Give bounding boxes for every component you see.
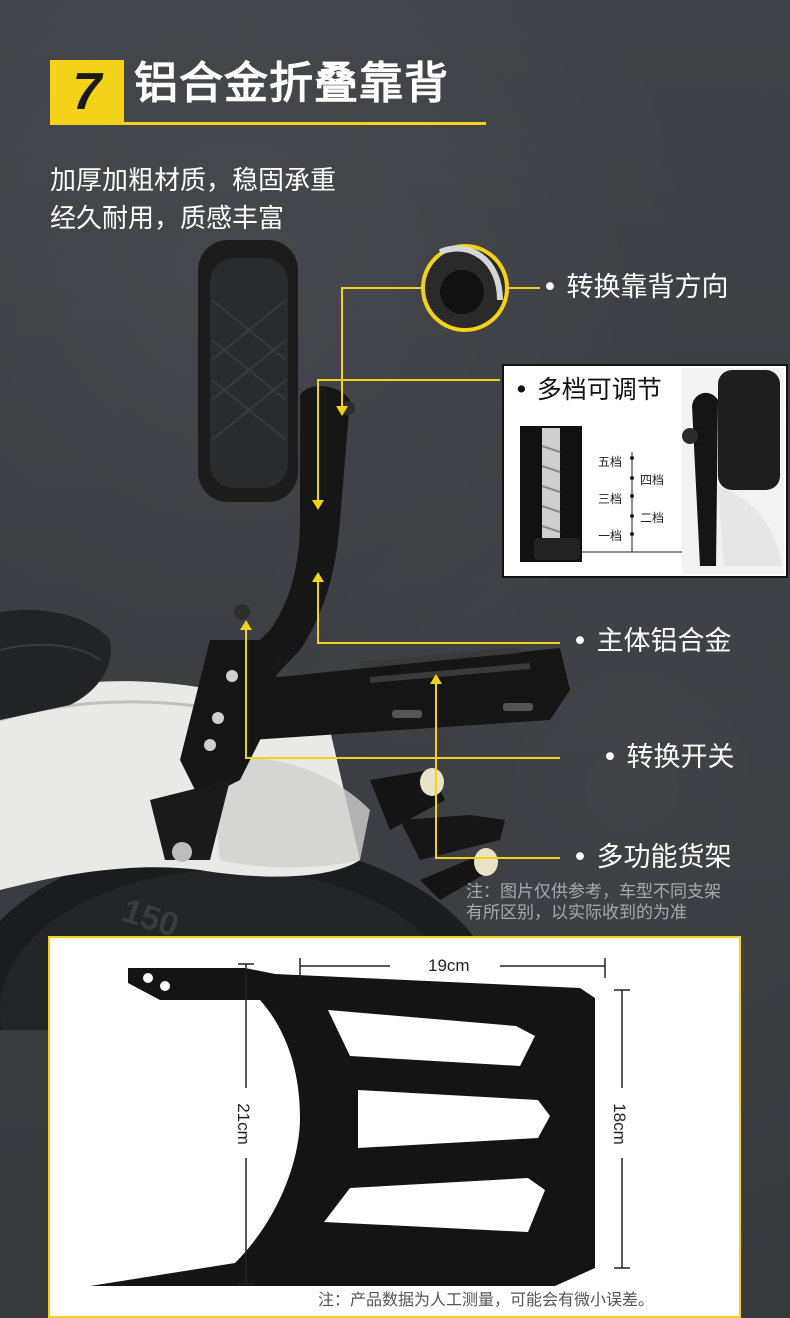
callout-multi-level: • 多档可调节 [514,375,662,404]
gear-label-2: 二档 [640,511,665,525]
feature-line-1: 加厚加粗材质，稳固承重 [50,166,337,196]
knob-zoom [421,244,509,332]
dimension-height-right: 18cm [609,1103,629,1145]
photo-disclaimer: 注：图片仅供参考，车型不同支架 有所区别，以实际收到的为准 [466,882,766,924]
turn-signal [370,768,505,900]
section-title-text: 铝合金折叠靠背 [134,58,449,109]
dimension-height-left: 21cm [233,1103,253,1145]
section-number: 7 [50,60,124,124]
rack-dimension-drawing [90,956,636,1286]
callout-rotate-direction: • 转换靠背方向 [542,272,729,303]
callout-aluminum-body: • 主体铝合金 [572,626,732,657]
dimension-panel: 19cm 21cm 18cm [48,936,741,1318]
callout-switch: • 转换开关 [602,742,735,773]
measurement-disclaimer: 注：产品数据为人工测量，可能会有微小误差。 [318,1290,655,1309]
backrest-bracket [150,385,355,862]
gear-label-4: 四档 [640,473,665,487]
seat [0,609,111,720]
section-title: 7 铝合金折叠靠背 [50,52,486,125]
adjustment-diagram [520,368,784,574]
callout-leaders [245,287,560,859]
feature-line-2: 经久耐用，质感丰富 [50,204,285,234]
feature-description: 加厚加粗材质，稳固承重 经久耐用，质感丰富 [50,162,410,238]
gear-label-1: 一档 [598,529,623,543]
title-underline [50,122,486,125]
photo-disclaimer-line-1: 注：图片仅供参考，车型不同支架 [466,882,721,902]
callout-rack: • 多功能货架 [572,842,732,873]
backrest-pad [198,240,298,502]
adjustment-inset: • 多档可调节 五档 四档 三档 二档 一档 [502,364,788,578]
gear-label-3: 三档 [598,492,623,506]
dimension-width: 19cm [428,956,470,975]
gear-label-5: 五档 [598,455,623,469]
luggage-rack [250,647,570,740]
photo-disclaimer-line-2: 有所区别，以实际收到的为准 [466,903,687,923]
